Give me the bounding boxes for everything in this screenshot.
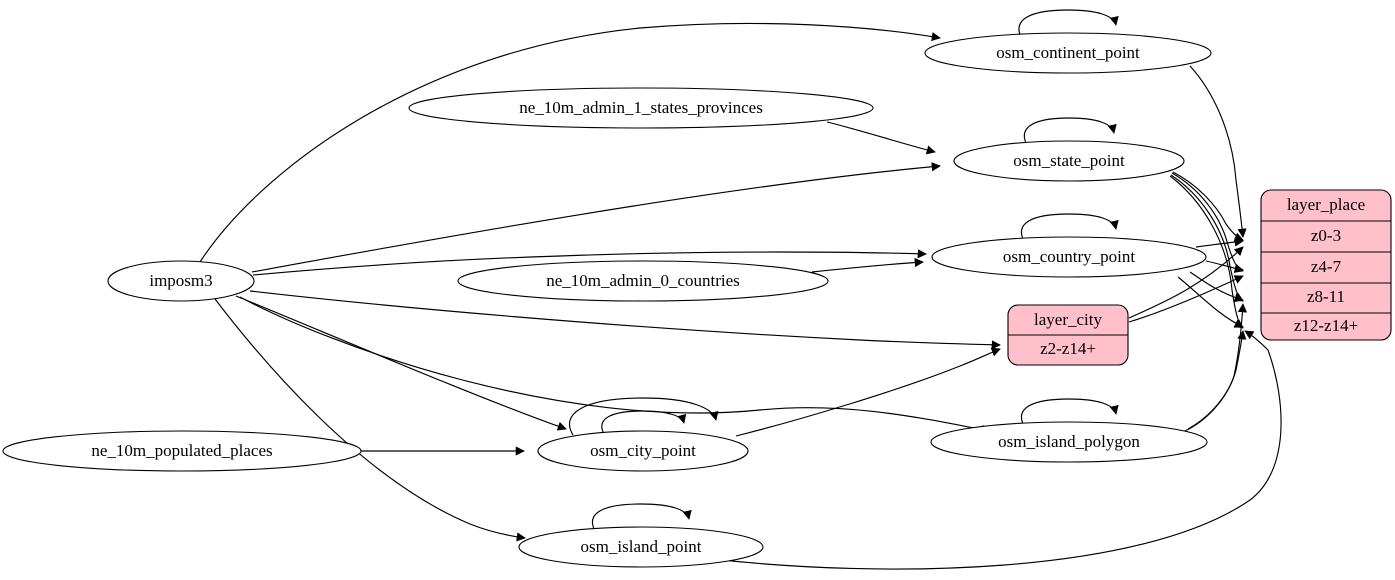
edge-self-osm_state_point [1023, 117, 1117, 146]
edge-osm_country_point-layer_place_z12 [1177, 276, 1244, 328]
node-osm_city_point[interactable]: osm_city_point [537, 430, 749, 472]
node-layer: imposm3 ne_10m_admin_1_states_provinces … [2, 32, 1392, 568]
node-label: osm_state_point [1013, 151, 1125, 170]
record-row-layer_place_z12[interactable]: z12-z14+ [1294, 316, 1358, 335]
node-imposm3[interactable]: imposm3 [107, 260, 255, 302]
record-title: layer_city [1034, 310, 1102, 329]
record-row-layer_place_z8_11[interactable]: z8-11 [1307, 287, 1345, 306]
edge-self-osm_city_point-outer [568, 397, 719, 436]
edge-osm_island_polygon-layer_place_z8_11 [1184, 303, 1248, 432]
node-osm_country_point[interactable]: osm_country_point [931, 236, 1207, 278]
edge-self-osm_continent_point [1018, 9, 1119, 38]
record-node-layer_place[interactable]: layer_place z0-3 z4-7 z8-11 z12-z14+ [1260, 189, 1392, 341]
node-label: ne_10m_admin_1_states_provinces [519, 98, 763, 117]
record-row-layer_city_z2[interactable]: z2-z14+ [1040, 339, 1096, 358]
record-node-layer_city[interactable]: layer_city z2-z14+ [1007, 304, 1129, 366]
edge-osm_country_point-layer_place_z8_11 [1189, 271, 1244, 303]
node-osm_island_point[interactable]: osm_island_point [518, 526, 764, 568]
edge-imposm3-osm_city_point [235, 295, 567, 431]
edge-self-osm_city_point-inner [601, 410, 687, 435]
edge-imposm3-osm_continent_point [199, 22, 941, 263]
edge-ne0-osm_country_point [811, 257, 924, 273]
edge-self-osm_country_point [1020, 213, 1119, 242]
edge-imposm3-osm_state_point [251, 162, 941, 273]
edge-osm_state_point-layer_place_z0_3 [1172, 171, 1244, 242]
edge-imposm3-osm_island_polygon [239, 296, 991, 435]
edge-ne1-osm_state_point [826, 121, 936, 155]
edge-osm_island_point-layer_place_z12 [712, 330, 1282, 570]
edge-osm_country_point-layer_place_z0_3 [1195, 237, 1244, 248]
node-ne_10m_admin_0_countries[interactable]: ne_10m_admin_0_countries [457, 260, 829, 302]
node-label: osm_island_point [581, 537, 702, 556]
record-row-layer_place_z0_3[interactable]: z0-3 [1311, 226, 1341, 245]
record-title: layer_place [1287, 195, 1365, 214]
edge-layer [199, 9, 1282, 570]
edge-osm_city_point-layer_city [735, 347, 1001, 437]
edge-osm_country_point-layer_place_z4_7 [1205, 260, 1244, 274]
edge-osm_continent_point-layer_place_z0_3 [1189, 65, 1247, 238]
node-label: ne_10m_populated_places [91, 441, 272, 460]
edge-layer_city-layer_place_z0_3 [1128, 246, 1244, 319]
node-label: osm_island_polygon [998, 432, 1140, 451]
node-ne_10m_admin_1_states_provinces[interactable]: ne_10m_admin_1_states_provinces [408, 87, 874, 129]
node-osm_state_point[interactable]: osm_state_point [953, 140, 1185, 182]
node-label: osm_continent_point [996, 43, 1140, 62]
node-label: imposm3 [149, 271, 212, 290]
edge-imposm3-osm_country_point [252, 249, 927, 276]
node-osm_island_polygon[interactable]: osm_island_polygon [930, 421, 1208, 463]
edge-self-osm_island_point [591, 503, 692, 532]
edge-imposm3-osm_island_point [214, 298, 526, 542]
node-label: ne_10m_admin_0_countries [546, 271, 740, 290]
edge-layer_city-layer_place_z4_7 [1128, 275, 1244, 323]
edge-osm_state_point-layer_place_z8_11 [1170, 174, 1244, 302]
edge-self-osm_island_polygon [1020, 398, 1119, 427]
edge-imposm3-layer_city [249, 290, 1001, 350]
node-label: osm_country_point [1003, 247, 1135, 266]
edge-osm_island_polygon-layer_place_z12 [1187, 330, 1247, 430]
record-row-layer_place_z4_7[interactable]: z4-7 [1311, 257, 1342, 276]
node-osm_continent_point[interactable]: osm_continent_point [924, 32, 1212, 74]
node-label: osm_city_point [590, 441, 696, 460]
node-ne_10m_populated_places[interactable]: ne_10m_populated_places [2, 430, 362, 472]
